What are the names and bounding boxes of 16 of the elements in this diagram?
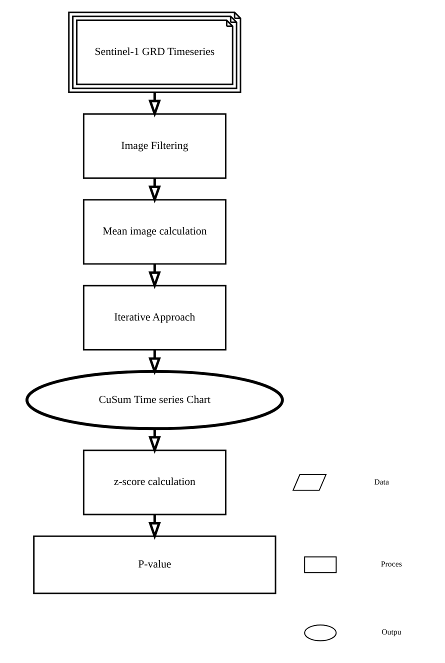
legend-label: Outpu [382,628,402,637]
node-box [304,556,337,574]
arrow [148,428,161,454]
node-box: z-score calculation [82,450,226,516]
node-box: Image Filtering [82,113,226,179]
arrow [148,514,161,540]
node-box: Iterative Approach [82,284,226,350]
node-box: Mean image calculation [82,199,226,265]
arrow [148,264,161,290]
legend-label: Proces [380,560,402,569]
node-ellipse [304,624,337,642]
node-ellipse: CuSum Time series Chart [25,370,284,430]
legend-label: Data [374,477,389,486]
node-parallelogram [292,474,327,491]
arrow [148,350,161,376]
node-box: P-value [33,535,276,594]
